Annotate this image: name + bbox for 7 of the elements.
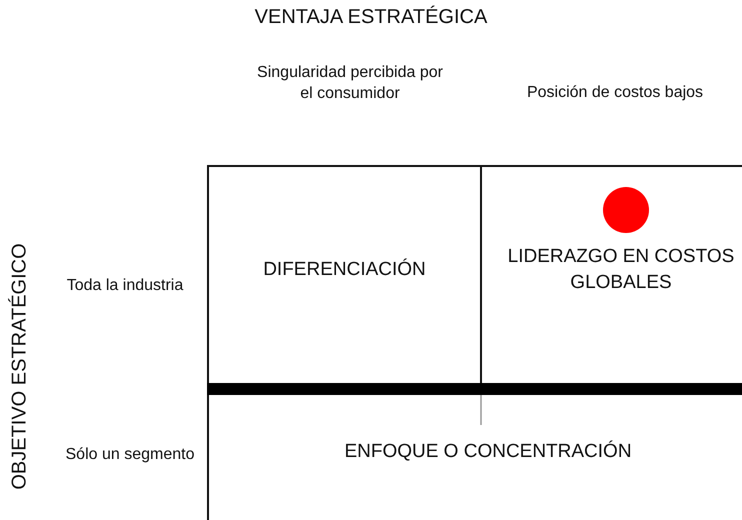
row-header: Sólo un segmento (64, 446, 196, 464)
dot-marker (603, 187, 649, 233)
column-header: Posición de costos bajos (526, 84, 704, 102)
axis-title: OBJETIVO ESTRATÉGICO (8, 242, 32, 492)
column-header: Singularidad percibida por el consumidor (256, 63, 444, 104)
row-header: Toda la industria (66, 277, 184, 295)
title: VENTAJA ESTRATÉGICA (254, 6, 488, 29)
